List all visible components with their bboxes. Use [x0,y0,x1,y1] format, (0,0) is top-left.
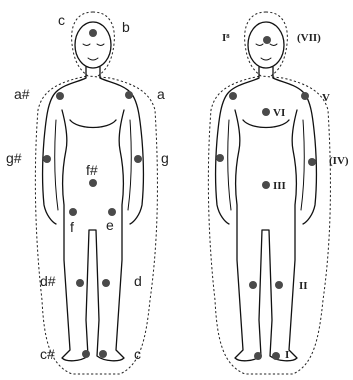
left-dot-knee-left [76,279,84,287]
left-dot-navel [89,179,97,187]
label-c-bottom: c [134,346,141,362]
left-figure: c b a# a g# g f# f e d# d c# c [6,12,169,374]
label-ii: II [299,280,308,292]
left-dot-hip-right [108,208,116,216]
label-a-sharp: a# [14,86,30,102]
left-dot-foot-right [99,350,107,358]
right-dot-head [263,36,271,44]
right-dot-foot-right [272,352,280,360]
right-dot-chest [262,108,270,116]
left-dot-shoulder-left [56,92,64,100]
left-dot-head [89,29,97,37]
left-dot-arm-left [43,155,51,163]
left-aura-outline [35,12,157,374]
left-dot-arm-right [134,155,142,163]
label-iv: (IV) [329,155,349,167]
right-dot-shoulder-right [301,92,309,100]
label-a: a [157,86,165,102]
right-dot-shoulder-left [229,92,237,100]
right-dot-arm-left [216,154,224,162]
right-aura-outline [208,12,330,374]
right-figure: I⁸ (VII) V VI (IV) III II I [208,12,349,374]
right-dot-navel [262,181,270,189]
label-f-sharp: f# [86,162,98,178]
right-dot-knee-right [275,281,283,289]
label-vi: VI [273,107,285,119]
right-face [256,44,277,60]
left-dot-shoulder-right [125,91,133,99]
left-body [43,67,144,361]
label-d-sharp: d# [40,273,56,289]
label-f: f [70,219,74,235]
right-dot-foot-left [254,352,262,360]
left-dot-knee-right [102,279,110,287]
left-dot-foot-left [82,350,90,358]
left-dot-hip-left [69,208,77,216]
label-c-sharp: c# [40,346,55,362]
label-b: b [122,19,130,35]
label-v: V [322,92,330,104]
label-i8: I⁸ [222,32,230,44]
label-c-top: c [58,12,65,28]
label-g-sharp: g# [6,150,22,166]
right-dot-arm-right [308,158,316,166]
right-head [248,22,284,68]
label-iii: III [273,180,286,192]
left-face [83,44,104,60]
label-vii: (VII) [297,32,321,44]
label-d: d [134,273,142,289]
left-head [75,22,111,68]
right-dot-knee-left [249,281,257,289]
label-g: g [161,150,169,166]
label-e: e [106,217,114,233]
label-i: I [285,349,289,361]
